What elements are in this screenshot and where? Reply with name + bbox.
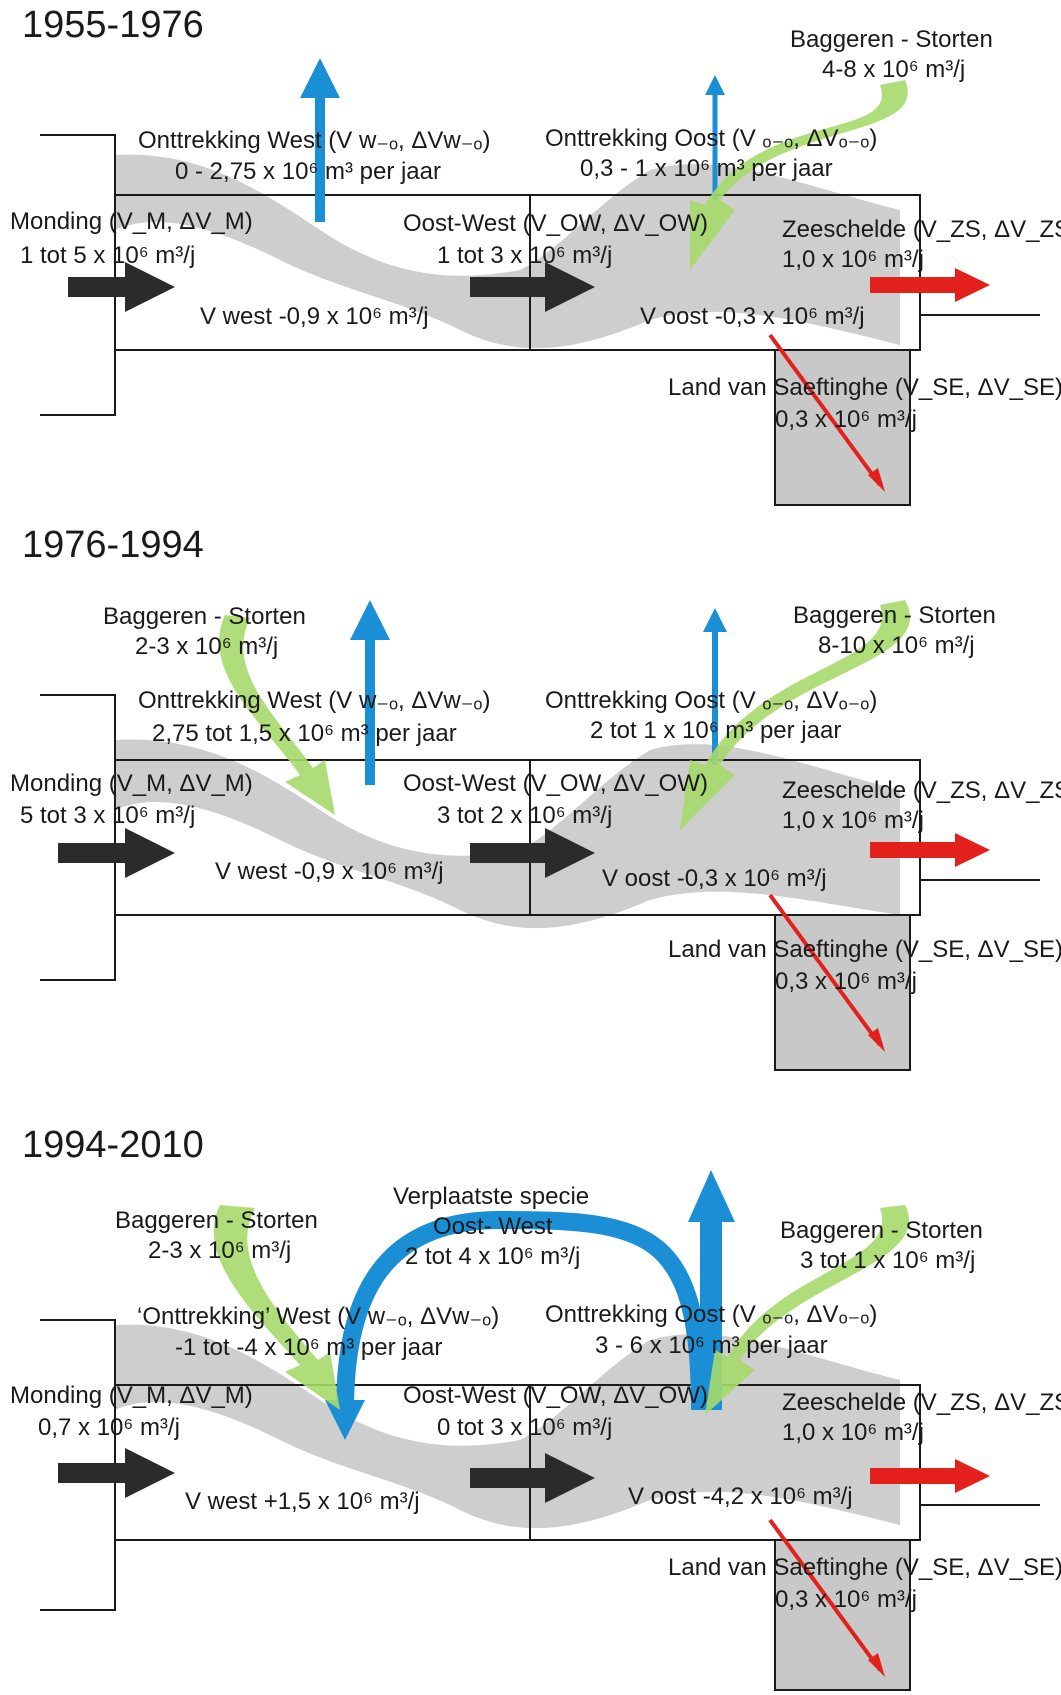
zeeschelde-arrow — [870, 833, 990, 867]
zeeschelde-value: 1,0 x 10⁶ m³/j — [782, 1419, 924, 1446]
saeftinghe-box — [774, 1539, 911, 1691]
east-west-title: Oost-West (V_OW, ΔV_OW) — [403, 770, 708, 797]
v-west-label: V west -0,9 x 10⁶ m³/j — [215, 858, 444, 885]
mouth-arrow — [58, 1448, 175, 1498]
east-west-title: Oost-West (V_OW, ΔV_OW) — [403, 1382, 708, 1409]
v-oost-label: V oost -0,3 x 10⁶ m³/j — [640, 303, 865, 330]
withdrawal-east-value: 3 - 6 x 10⁶ m³ per jaar — [595, 1332, 828, 1359]
mouth-title: Monding (V_M, ΔV_M) — [10, 1382, 253, 1409]
zeeschelde-arrow — [870, 268, 990, 302]
relocated-sub: Oost- West — [433, 1213, 553, 1240]
east-box — [529, 194, 921, 351]
relocated-value: 2 tot 4 x 10⁶ m³/j — [405, 1243, 581, 1270]
panel-1955-1976: 1955-1976 Baggeren - Storten 4-8 x 10⁶ m… — [0, 0, 1061, 520]
withdrawal-west-value: 2,75 tot 1,5 x 10⁶ m³ per jaar — [152, 720, 457, 747]
saeftinghe-title: Land van Saeftinghe (V_SE, ΔV_SE) — [668, 374, 1061, 401]
east-west-arrow — [470, 1453, 595, 1503]
dredge-west-title: Baggeren - Storten — [115, 1207, 318, 1234]
zeeschelde-value: 1,0 x 10⁶ m³/j — [782, 807, 924, 834]
zeeschelde-value: 1,0 x 10⁶ m³/j — [782, 246, 924, 273]
east-west-value: 0 tot 3 x 10⁶ m³/j — [437, 1414, 613, 1441]
withdrawal-west-value: -1 tot -4 x 10⁶ m³ per jaar — [175, 1334, 443, 1361]
saeftinghe-arrowhead — [868, 468, 885, 492]
withdrawal-east-title: Onttrekking Oost (V ₒ₋ₒ, ΔVₒ₋ₒ) — [545, 125, 878, 152]
dredge-value: 3 tot 1 x 10⁶ m³/j — [800, 1247, 976, 1274]
estuary-shape — [115, 154, 900, 349]
zeeschelde-title: Zeeschelde (V_ZS, ΔV_ZS) — [782, 1389, 1061, 1416]
saeftinghe-arrowhead — [868, 1653, 885, 1677]
withdrawal-east-title: Onttrekking Oost (V ₒ₋ₒ, ΔVₒ₋ₒ) — [545, 1301, 878, 1328]
zeeschelde-title: Zeeschelde (V_ZS, ΔV_ZS) — [782, 777, 1061, 804]
mouth-bracket — [40, 134, 116, 416]
east-west-value: 3 tot 2 x 10⁶ m³/j — [437, 802, 613, 829]
relocated-arrowhead — [325, 1400, 365, 1440]
saeftinghe-title: Land van Saeftinghe (V_SE, ΔV_SE) — [668, 1554, 1061, 1581]
panel-1976-1994: 1976-1994 Baggeren - Storten 2-3 x 10⁶ m… — [0, 520, 1061, 1080]
dredge-title: Baggeren - Storten — [793, 602, 996, 629]
mouth-title: Monding (V_M, ΔV_M) — [10, 208, 253, 235]
saeftinghe-arrowhead — [868, 1028, 885, 1052]
period-title: 1955-1976 — [22, 4, 204, 46]
relocated-title: Verplaatste specie — [393, 1183, 590, 1210]
v-oost-label: V oost -0,3 x 10⁶ m³/j — [602, 865, 827, 892]
withdrawal-west-title: Onttrekking West (V w₋ₒ, ΔVw₋ₒ) — [138, 687, 491, 714]
dredge-west-arrow — [219, 615, 335, 815]
withdrawal-east-title: Onttrekking Oost (V ₒ₋ₒ, ΔVₒ₋ₒ) — [545, 687, 878, 714]
mouth-value: 1 tot 5 x 10⁶ m³/j — [20, 242, 196, 269]
withdrawal-west-title: Onttrekking West (V w₋ₒ, ΔVw₋ₒ) — [138, 127, 491, 154]
v-west-label: V west +1,5 x 10⁶ m³/j — [185, 1488, 420, 1515]
panel-3-diagram — [40, 1170, 1040, 1691]
saeftinghe-arrow — [768, 893, 882, 1047]
period-title: 1976-1994 — [22, 524, 204, 566]
dredge-value: 8-10 x 10⁶ m³/j — [818, 632, 975, 659]
dredge-arrow — [690, 80, 908, 270]
saeftinghe-arrow — [768, 333, 882, 487]
east-box — [529, 759, 921, 916]
east-west-value: 1 tot 3 x 10⁶ m³/j — [437, 242, 613, 269]
mouth-value: 5 tot 3 x 10⁶ m³/j — [20, 802, 196, 829]
dredge-west-title: Baggeren - Storten — [103, 603, 306, 630]
mouth-bracket — [40, 694, 116, 981]
v-west-label: V west -0,9 x 10⁶ m³/j — [200, 303, 429, 330]
withdrawal-west-value: 0 - 2,75 x 10⁶ m³ per jaar — [175, 158, 441, 185]
mouth-arrow — [58, 828, 175, 878]
east-west-arrow — [470, 828, 595, 878]
mouth-arrow — [68, 262, 175, 312]
saeftinghe-title: Land van Saeftinghe (V_SE, ΔV_SE) — [668, 936, 1061, 963]
east-west-title: Oost-West (V_OW, ΔV_OW) — [403, 210, 708, 237]
dredge-title: Baggeren - Storten — [780, 1217, 983, 1244]
withdrawal-east-arrowhead — [688, 1170, 735, 1222]
saeftinghe-arrow — [768, 1518, 882, 1672]
dredge-west-value: 2-3 x 10⁶ m³/j — [135, 633, 279, 660]
withdrawal-east-value: 2 tot 1 x 10⁶ m³ per jaar — [590, 717, 842, 744]
withdrawal-east-value: 0,3 - 1 x 10⁶ m³ per jaar — [580, 155, 833, 182]
panel-1994-2010: 1994-2010 Verplaatste specie Oost- West … — [0, 1080, 1061, 1695]
saeftinghe-value: 0,3 x 10⁶ m³/j — [775, 406, 917, 433]
dredge-arrow — [705, 1205, 910, 1415]
saeftinghe-value: 0,3 x 10⁶ m³/j — [775, 1586, 917, 1613]
saeftinghe-value: 0,3 x 10⁶ m³/j — [775, 968, 917, 995]
dredge-west-value: 2-3 x 10⁶ m³/j — [148, 1237, 292, 1264]
withdrawal-west-title: ‘Onttrekking’ West (V w₋ₒ, ΔVw₋ₒ) — [137, 1303, 500, 1330]
east-west-arrow — [470, 262, 595, 312]
relocated-arc-arrow — [336, 1210, 709, 1411]
zeeschelde-title: Zeeschelde (V_ZS, ΔV_ZS) — [782, 216, 1061, 243]
dredge-title: Baggeren - Storten — [790, 26, 993, 53]
mouth-title: Monding (V_M, ΔV_M) — [10, 770, 253, 797]
panel-1-diagram — [40, 58, 1040, 506]
period-title: 1994-2010 — [22, 1124, 204, 1166]
dredge-arrow — [680, 600, 910, 830]
zeeschelde-arrow — [870, 1459, 990, 1493]
panel-2-diagram — [40, 600, 1040, 1071]
mouth-value: 0,7 x 10⁶ m³/j — [38, 1414, 180, 1441]
dredge-west-arrow — [213, 1205, 340, 1410]
dredge-value: 4-8 x 10⁶ m³/j — [822, 56, 966, 83]
v-oost-label: V oost -4,2 x 10⁶ m³/j — [628, 1483, 853, 1510]
